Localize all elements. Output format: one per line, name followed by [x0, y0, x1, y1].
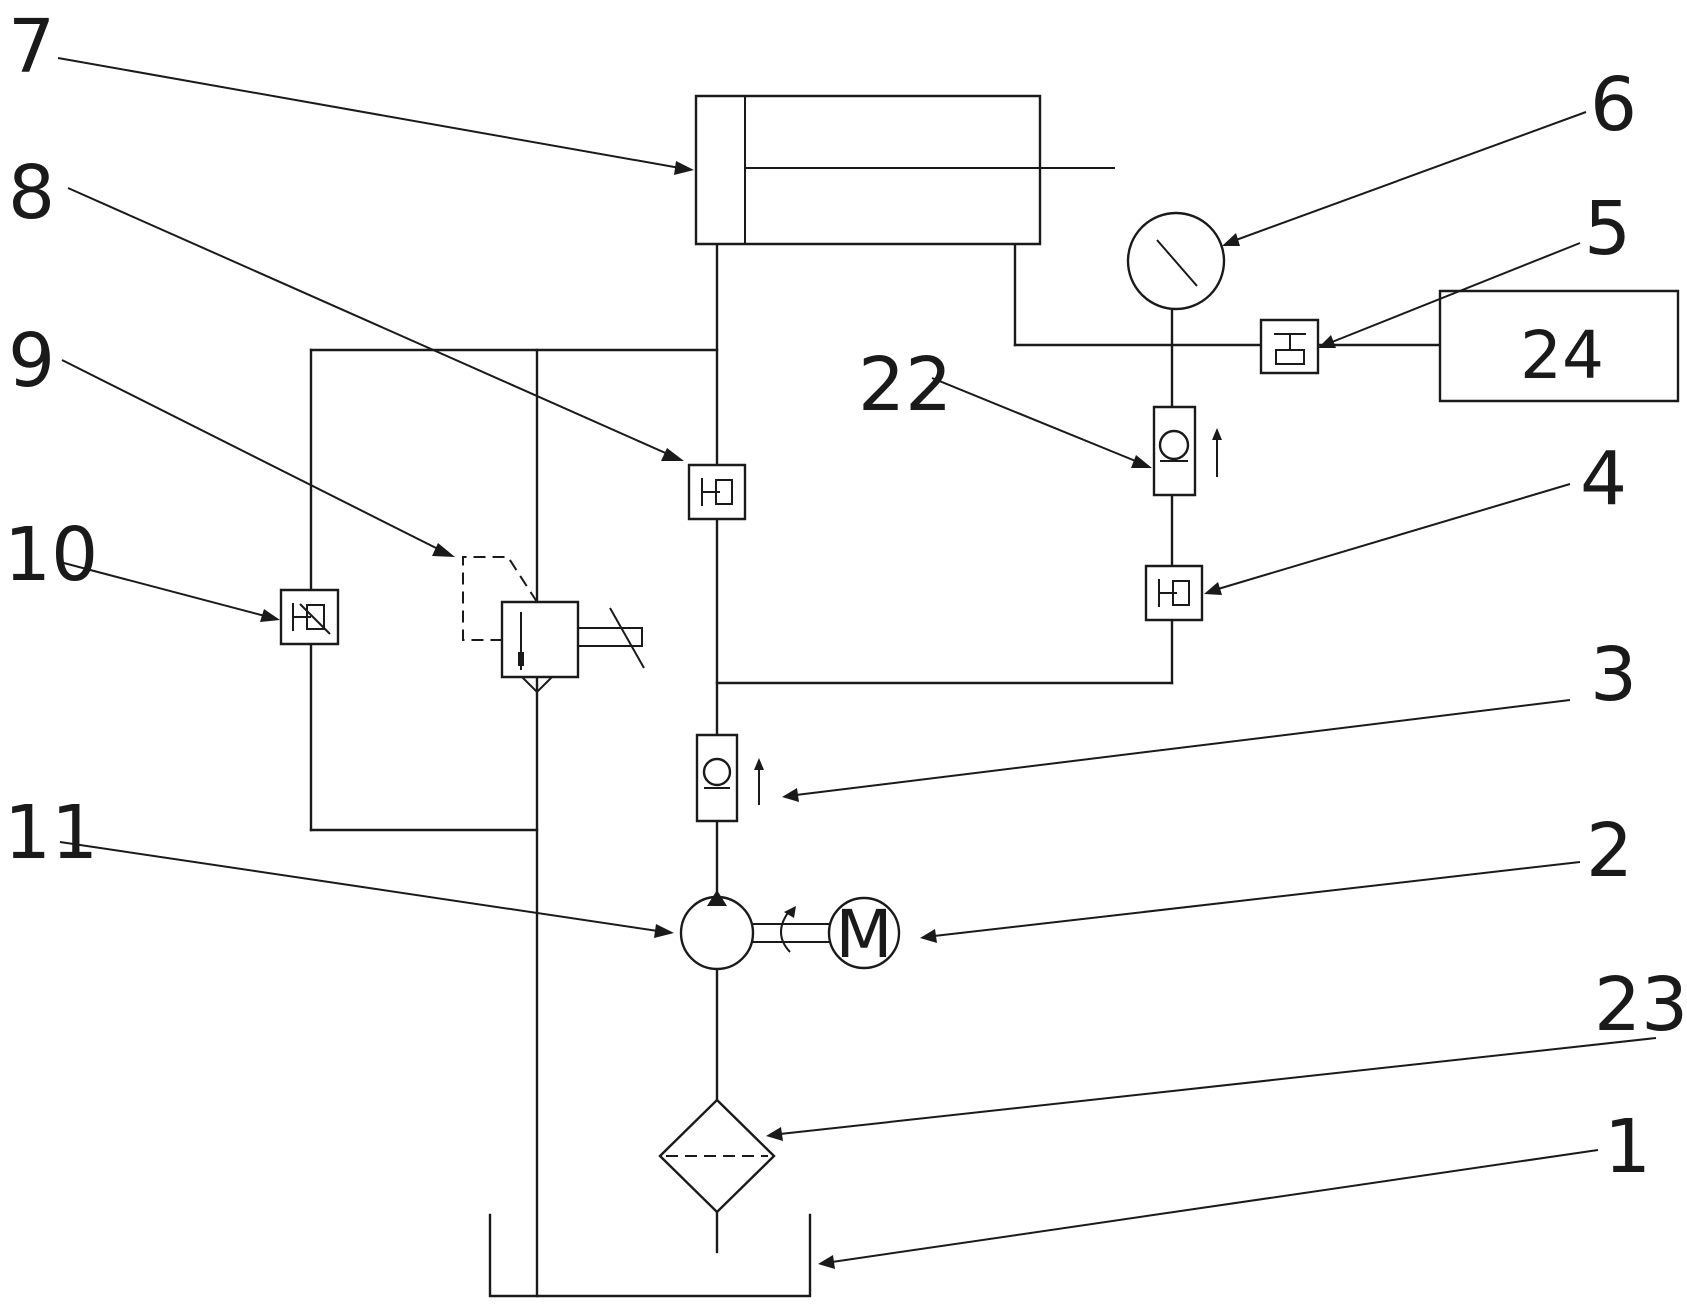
motor-label: M [836, 896, 893, 973]
label-3: 3 [1590, 632, 1637, 718]
label-23: 23 [1594, 962, 1687, 1048]
check-valve-22 [1154, 407, 1222, 495]
relief-valve-9 [463, 557, 644, 692]
motor-symbol: M [829, 896, 899, 973]
pressure-gauge-6 [1128, 213, 1224, 309]
throttle-8 [689, 465, 745, 519]
label-11: 11 [4, 790, 98, 876]
cylinder-7 [696, 96, 1115, 244]
label-10: 10 [4, 512, 98, 598]
label-2: 2 [1586, 808, 1633, 894]
pump-symbol [681, 890, 830, 969]
label-4: 4 [1580, 436, 1627, 522]
label-8: 8 [8, 150, 55, 236]
label-7: 7 [8, 4, 55, 90]
component-24: 24 [1440, 291, 1678, 401]
filter-symbol [660, 1100, 774, 1212]
throttle-4 [1146, 566, 1202, 620]
label-6: 6 [1590, 62, 1637, 148]
label-9: 9 [8, 318, 55, 404]
label-1: 1 [1604, 1104, 1651, 1190]
throttle-10 [281, 590, 338, 644]
check-valve-3 [697, 735, 764, 821]
label-22: 22 [858, 342, 952, 428]
component-24-label: 24 [1520, 317, 1604, 394]
label-5: 5 [1584, 186, 1631, 272]
stop-valve-5 [1261, 320, 1318, 373]
